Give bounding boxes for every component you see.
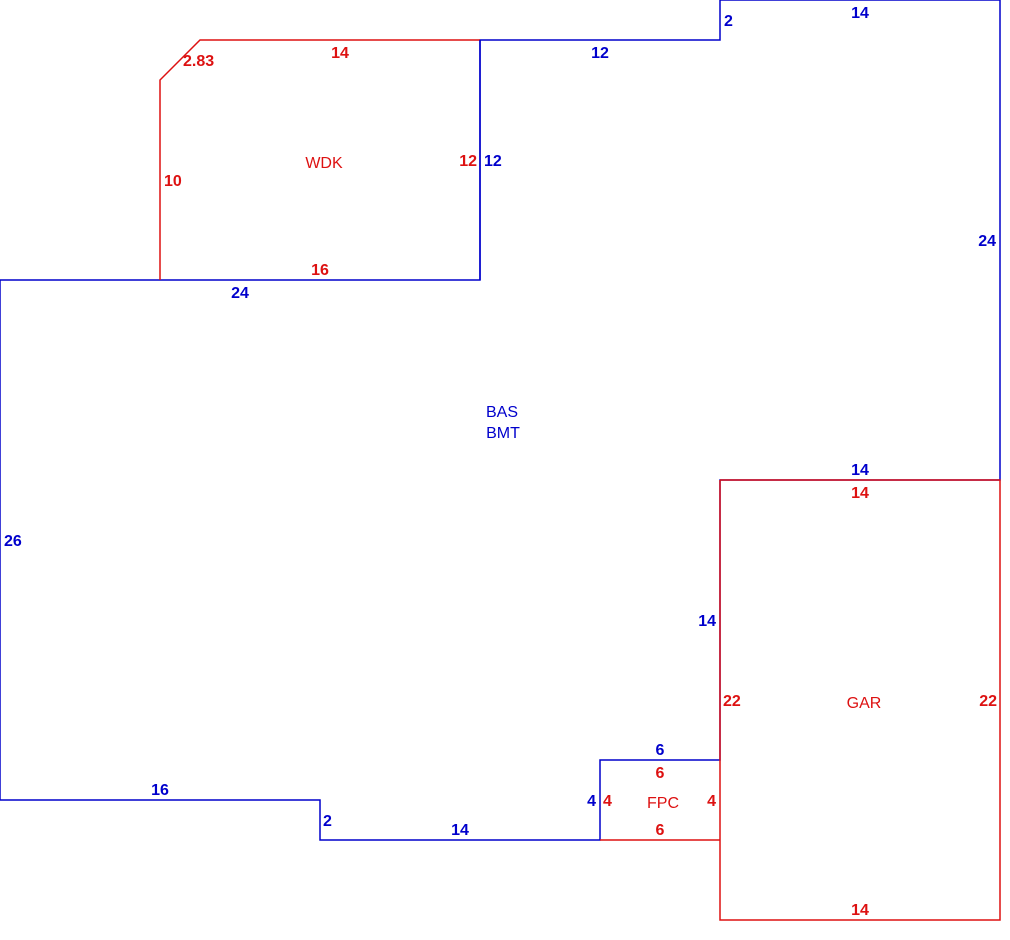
dim-label: 14 [331, 45, 349, 62]
dim-label: 14 [851, 902, 869, 919]
dim-label: 12 [484, 153, 502, 170]
dim-label: 2.83 [183, 53, 214, 70]
area-label-wdk: WDK [305, 155, 343, 172]
gar-outline[interactable] [719, 479, 1001, 921]
dim-label: 26 [4, 533, 22, 550]
dim-label: 14 [851, 5, 869, 22]
dim-label: 4 [587, 793, 596, 810]
dim-label: 14 [851, 462, 869, 479]
dim-label: 16 [311, 262, 329, 279]
dim-label: 10 [164, 173, 182, 190]
dim-label: 14 [698, 613, 716, 630]
dim-label: 12 [591, 45, 609, 62]
dim-label: 6 [656, 765, 665, 782]
dim-label: 12 [459, 153, 477, 170]
wdk-outline[interactable] [159, 39, 480, 280]
dim-label: 24 [978, 233, 996, 250]
dim-label: 16 [151, 782, 169, 799]
dim-label: 6 [656, 822, 665, 839]
dim-label: 2 [323, 813, 332, 830]
dim-label: 22 [723, 693, 741, 710]
area-label-fpc: FPC [647, 795, 679, 812]
dim-label: 24 [231, 285, 249, 302]
dim-label: 2 [724, 13, 733, 30]
dim-label: 6 [656, 742, 665, 759]
dim-label: 14 [851, 485, 869, 502]
dim-label: 22 [979, 693, 997, 710]
dim-label: 14 [451, 822, 469, 839]
area-label-gar: GAR [847, 695, 882, 712]
dim-label: 4 [707, 793, 716, 810]
area-label-bas: BAS [486, 404, 518, 421]
dim-label: 4 [603, 793, 612, 810]
area-label-bmt: BMT [486, 425, 520, 442]
